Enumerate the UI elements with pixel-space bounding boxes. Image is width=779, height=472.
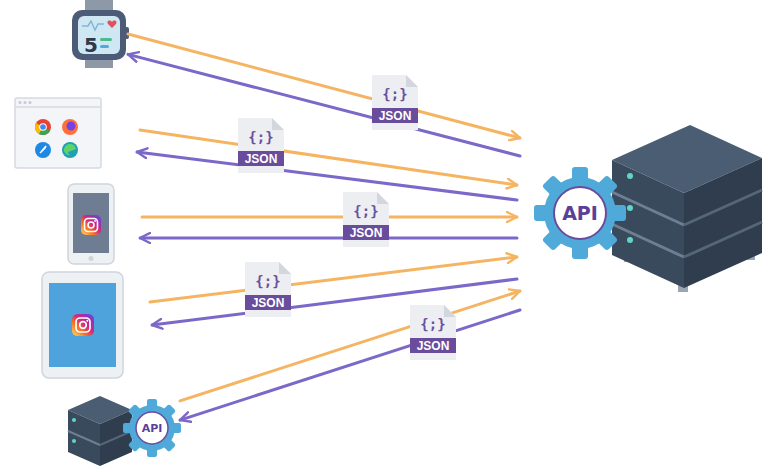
json-document (238, 118, 284, 173)
json-document (410, 305, 456, 360)
json-label: JSON (245, 153, 278, 165)
node-text: API (142, 423, 163, 434)
json-document (372, 75, 418, 130)
json-label: JSON (417, 340, 450, 352)
json-symbol: {;} (353, 204, 378, 218)
response-arrow (140, 237, 517, 240)
request-arrow (150, 257, 517, 302)
request-response-arrows (137, 130, 517, 325)
json-symbol: {;} (382, 87, 407, 101)
big-api-gear (534, 167, 626, 259)
response-arrow (128, 54, 520, 156)
request-arrow (128, 34, 520, 138)
small-server (68, 396, 132, 466)
response-arrow (137, 152, 517, 200)
response-arrow (180, 310, 520, 420)
api-client-server: API (65, 392, 180, 466)
json-label: JSON (379, 110, 412, 122)
api-server: API (520, 118, 762, 318)
phone (68, 184, 114, 264)
json-symbol: {;} (248, 130, 273, 144)
small-api-gear (123, 399, 181, 457)
node-text: API (562, 204, 598, 223)
json-document (245, 262, 291, 317)
json-label: JSON (350, 227, 383, 239)
json-symbol: {;} (255, 274, 280, 288)
request-arrow (142, 216, 517, 219)
tablet (42, 272, 123, 378)
response-arrow (152, 279, 517, 325)
big-server (612, 125, 762, 292)
browser-window (15, 98, 101, 168)
watch-screen: 5 (60, 0, 128, 68)
node-text: 5 (84, 35, 98, 55)
request-arrow (180, 291, 520, 401)
json-document (343, 192, 389, 247)
json-label: JSON (252, 297, 285, 309)
json-symbol: {;} (420, 317, 445, 331)
smartwatch (72, 0, 129, 68)
